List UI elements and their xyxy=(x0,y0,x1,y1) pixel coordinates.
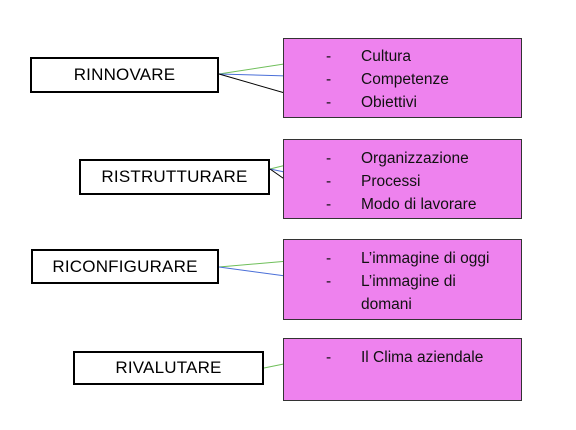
detail-box-ristrutturare: - Organizzazione - Processi - Modo di la… xyxy=(283,139,522,219)
bullet-dash: - xyxy=(326,349,332,366)
item-label: Modo di lavorare xyxy=(361,196,477,213)
bullet-dash: - xyxy=(326,173,332,190)
keyword-label: RIVALUTARE xyxy=(115,358,222,377)
bullet-dash: - xyxy=(326,273,332,290)
item-label: Organizzazione xyxy=(361,150,469,167)
item-label: domani xyxy=(361,296,412,313)
list-item: - Cultura xyxy=(284,48,521,71)
item-label: Obiettivi xyxy=(361,94,417,111)
item-label: Il Clima aziendale xyxy=(361,349,484,366)
list-item: - L’immagine di xyxy=(284,273,521,296)
detail-box-rivalutare: - Il Clima aziendale xyxy=(283,338,522,401)
list-item: - Competenze xyxy=(284,71,521,94)
bullet-dash: - xyxy=(326,196,332,213)
keyword-box-riconfigurare: RICONFIGURARE xyxy=(31,249,219,284)
bullet-dash: - xyxy=(326,150,332,167)
item-label: Processi xyxy=(361,173,421,190)
detail-box-riconfigurare: - L’immagine di oggi - L’immagine di dom… xyxy=(283,239,522,320)
keyword-label: RICONFIGURARE xyxy=(52,256,198,276)
bullet-dash: - xyxy=(326,250,332,267)
item-label: L’immagine di oggi xyxy=(361,250,490,267)
keyword-box-rinnovare: RINNOVARE xyxy=(30,57,219,93)
bullet-dash: - xyxy=(326,94,332,111)
item-label: L’immagine di xyxy=(361,273,456,290)
keyword-box-ristrutturare: RISTRUTTURARE xyxy=(79,159,270,195)
keyword-label: RINNOVARE xyxy=(73,65,176,84)
keyword-label: RISTRUTTURARE xyxy=(101,167,248,186)
list-item: - Obiettivi xyxy=(284,94,521,117)
list-item: - Modo di lavorare xyxy=(284,196,521,219)
bullet-dash: - xyxy=(326,48,332,65)
detail-box-rinnovare: - Cultura - Competenze - Obiettivi xyxy=(283,38,522,118)
list-item: - L’immagine di oggi xyxy=(284,250,521,273)
list-item: domani xyxy=(284,296,521,319)
item-label: Cultura xyxy=(361,48,411,65)
list-item: - Organizzazione xyxy=(284,150,521,173)
list-item: - Processi xyxy=(284,173,521,196)
list-item: - Il Clima aziendale xyxy=(284,349,521,372)
keyword-box-rivalutare: RIVALUTARE xyxy=(73,351,264,385)
bullet-dash: - xyxy=(326,71,332,88)
item-label: Competenze xyxy=(361,71,449,88)
